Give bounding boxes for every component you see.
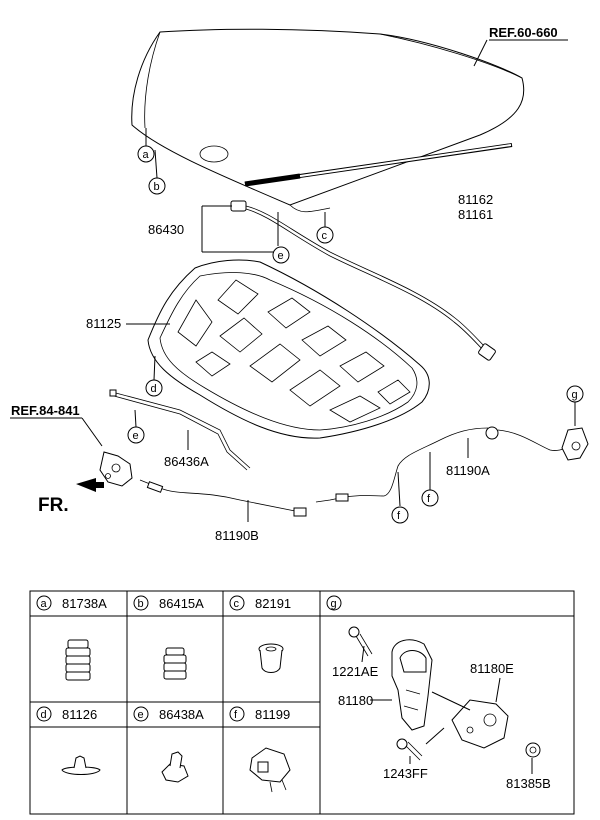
svg-text:e: e	[138, 709, 144, 721]
label-1221ae: 1221AE	[332, 664, 379, 679]
part-81199-clip	[249, 747, 291, 793]
svg-text:81126: 81126	[62, 707, 97, 722]
svg-text:f: f	[397, 510, 401, 522]
seal-label: 86436A	[164, 454, 209, 469]
table-header-b: b 86415A	[133, 595, 204, 611]
table-header-c: c 82191	[229, 595, 291, 611]
svg-text:g: g	[331, 598, 337, 610]
part-g-latch-assembly	[348, 626, 541, 761]
label-81180: 81180	[338, 693, 373, 708]
hood-latch	[99, 451, 133, 487]
label-81180e: 81180E	[470, 661, 514, 676]
callout-a-hood: a	[137, 145, 155, 163]
part-86415a-bumper	[163, 647, 187, 680]
svg-text:81738A: 81738A	[62, 596, 107, 611]
callout-f-right: f	[421, 489, 439, 507]
hood-panel	[131, 28, 525, 213]
insulator-label: 81125	[86, 316, 121, 331]
svg-text:f: f	[234, 709, 238, 721]
svg-text:e: e	[278, 250, 284, 262]
svg-text:81199: 81199	[255, 707, 290, 722]
svg-text:b: b	[138, 598, 144, 610]
release-cable-bottom	[139, 427, 489, 517]
front-direction-arrow	[76, 478, 104, 492]
callout-g-latch: g	[566, 385, 584, 403]
svg-text:86415A: 86415A	[159, 596, 204, 611]
callout-e-wiring: e	[272, 246, 290, 264]
front-direction-label: FR.	[38, 495, 69, 516]
svg-text:c: c	[234, 598, 240, 610]
part-81126-clip	[61, 755, 101, 775]
callout-e-seal: e	[127, 426, 145, 444]
svg-text:g: g	[572, 389, 578, 401]
svg-text:e: e	[133, 430, 139, 442]
cable-right-label: 81190A	[446, 463, 490, 478]
part-81738a-bumper	[65, 639, 91, 681]
callout-c-hood: c	[316, 226, 334, 244]
table-header-d: d 81126	[36, 706, 97, 722]
stay-label-upper: 81162	[458, 192, 493, 207]
svg-text:a: a	[41, 598, 48, 610]
part-86438a-clip	[161, 751, 189, 783]
label-1243ff: 1243FF	[383, 766, 428, 781]
hood-seal	[109, 389, 251, 471]
part-82191-stopper	[258, 643, 284, 673]
cable-bottom-label: 81190B	[215, 528, 259, 543]
wiring-label: 86430	[148, 222, 184, 237]
latch-ref-label: REF.84-841	[11, 403, 80, 418]
svg-text:b: b	[154, 181, 160, 193]
svg-text:c: c	[322, 230, 328, 242]
table-header-g: g	[326, 595, 342, 611]
hood-insulator	[147, 259, 430, 439]
table-header-e: e 86438A	[133, 706, 204, 722]
svg-text:a: a	[143, 149, 150, 161]
svg-text:86438A: 86438A	[159, 707, 204, 722]
hood-stay	[244, 143, 513, 187]
callout-f-left: f	[391, 506, 409, 524]
label-81385b: 81385B	[506, 776, 551, 791]
svg-text:82191: 82191	[255, 596, 291, 611]
svg-text:d: d	[41, 709, 47, 721]
hood-ref-label: REF.60-660	[489, 25, 558, 40]
parts-table	[29, 590, 575, 815]
svg-text:d: d	[151, 383, 157, 395]
callout-d-insulator: d	[145, 379, 163, 397]
svg-text:f: f	[427, 493, 431, 505]
wiring-harness	[230, 200, 496, 361]
table-header-a: a 81738A	[36, 595, 107, 611]
release-cable-right	[485, 426, 589, 461]
callout-b-hood: b	[148, 177, 166, 195]
table-header-f: f 81199	[229, 706, 290, 722]
stay-label-lower: 81161	[458, 207, 493, 222]
